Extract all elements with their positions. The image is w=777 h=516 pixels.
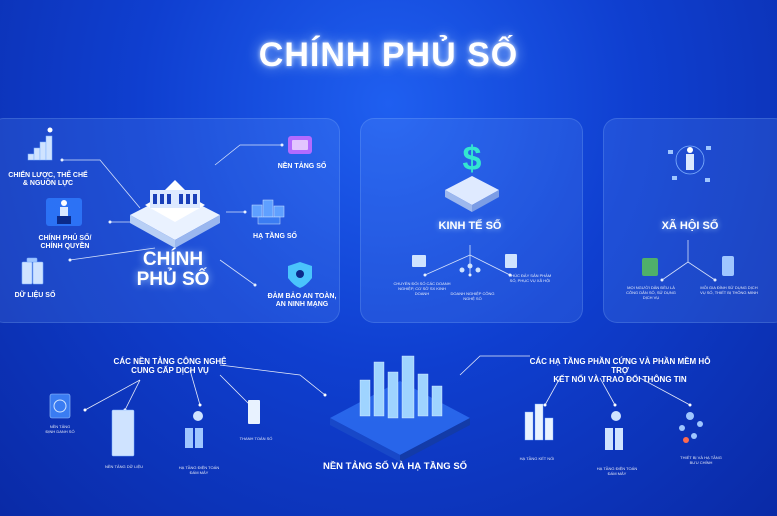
label-nen-tang-ha-tang: NỀN TẢNG SỐ VÀ HẠ TẦNG SỐ <box>322 461 468 472</box>
econ-label-2: DOANH NGHIỆP CÔNG NGHỆ SỐ <box>450 291 495 301</box>
label-buu-chinh: THIẾT BỊ VÀ HẠ TẦNG BƯU CHÍNH <box>680 455 722 465</box>
label-dien-toan-right: HẠ TẦNG ĐIỆN TOÁN ĐÁM MÂY <box>596 466 638 476</box>
label-dien-toan-left: HẠ TẦNG ĐIỆN TOÁN ĐÁM MÂY <box>178 465 220 475</box>
page-title: CHÍNH PHỦ SỐ <box>258 36 519 74</box>
heading-ha-tang-phan-cung: CÁC HẠ TẦNG PHẦN CỨNG VÀ PHẦN MỀM HỖ TRỢ… <box>529 357 711 385</box>
econ-label-1: CHUYỂN ĐỔI SỐ CÁC DOANH NGHIỆP, CƠ SỞ SX… <box>393 281 451 296</box>
node-chinh-quyen: CHÍNH PHỦ SỐ/ CHÍNH QUYỀN <box>38 235 92 251</box>
node-chien-luoc: CHIẾN LƯỢC, THỂ CHẾ & NGUỒN LỰC <box>8 172 88 188</box>
label-ha-tang-ket-noi: HẠ TẦNG KẾT NỐI <box>519 456 555 461</box>
heading-nen-tang-cong-nghe: CÁC NỀN TẢNG CÔNG NGHỆ CUNG CẤP DỊCH VỤ <box>113 357 227 376</box>
label-kinh-te-so: KINH TẾ SỐ <box>438 220 502 232</box>
label-nen-tang-du-lieu: NỀN TẢNG DỮ LIỆU <box>104 464 143 469</box>
econ-label-3: THÚC ĐẨY SẢN PHẨM SỐ, PHỤC VỤ XÃ HỘI <box>508 273 552 283</box>
center-chinh-phu-so: CHÍNH PHỦ SỐ <box>136 249 210 290</box>
svg-text:$: $ <box>463 140 482 178</box>
label-dinh-danh: NỀN TẢNG ĐỊNH DANH SỐ <box>45 424 75 434</box>
node-ha-tang-so: HẠ TẦNG SỐ <box>253 233 297 240</box>
node-an-ninh: ĐẢM BẢO AN TOÀN, AN NINH MẠNG <box>267 293 337 309</box>
node-du-lieu: DỮ LIỆU SỐ <box>14 292 56 299</box>
label-thanh-toan: THANH TOÁN SỐ <box>239 436 273 441</box>
node-nen-tang-so: NỀN TẢNG SỐ <box>277 163 327 170</box>
label-xa-hoi-so: XÃ HỘI SỐ <box>661 220 719 232</box>
panel-kinh-te-so <box>360 118 583 323</box>
society-label-2: MỖI GIA ĐÌNH SỬ DỤNG DỊCH VỤ SỐ, THIẾT B… <box>700 285 758 295</box>
society-label-1: MỌI NGƯỜI DÂN ĐỀU LÀ CÔNG DÂN SỐ, SỬ DỤN… <box>626 285 676 300</box>
